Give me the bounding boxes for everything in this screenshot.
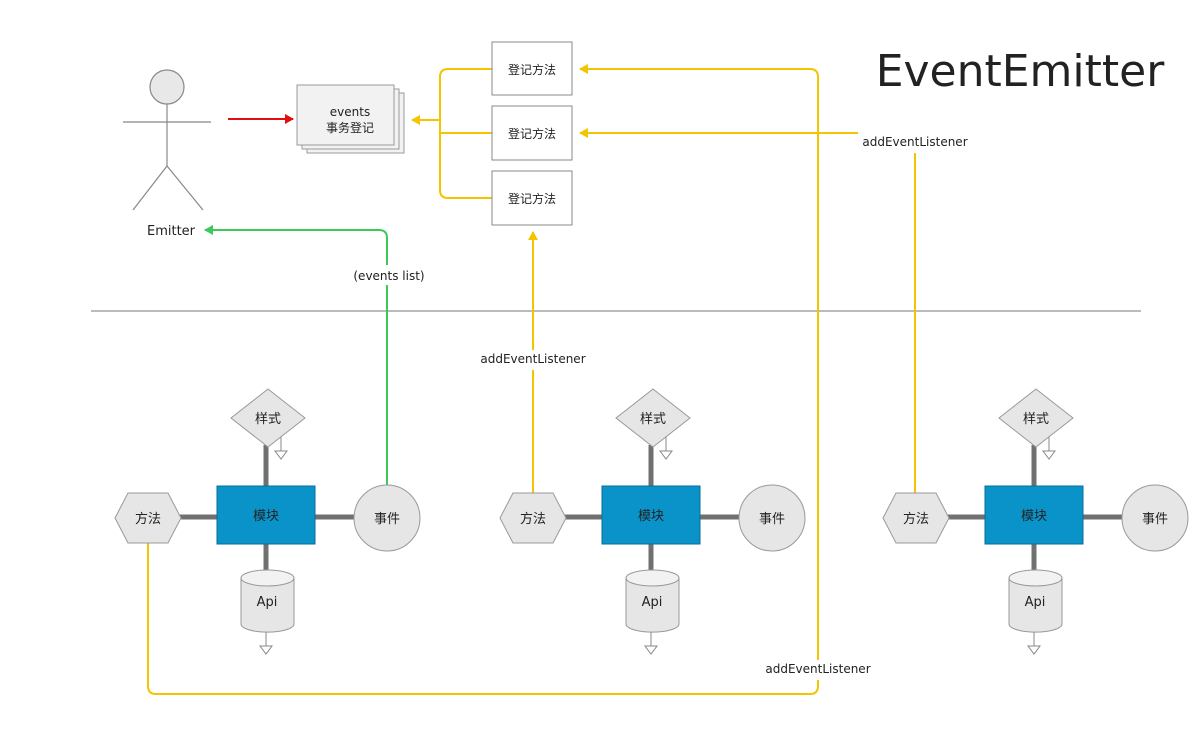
listener-arrow-module3: [579, 128, 916, 493]
style-label: 样式: [640, 412, 666, 427]
event-circle: [738, 484, 806, 552]
listener-label-bottom: addEventListener: [765, 662, 870, 676]
method-hexagon: [499, 492, 567, 544]
api-label: Api: [1025, 595, 1046, 610]
listener-label-top: addEventListener: [862, 135, 967, 149]
register-box-label: 登记方法: [508, 62, 556, 77]
down-arrow-icon: [1027, 645, 1041, 655]
module-box: [216, 485, 316, 545]
events-registry: events 事务登记: [296, 84, 405, 154]
module-label: 模块: [1021, 509, 1047, 524]
register-box-1: 登记方法: [491, 41, 573, 96]
register-box-3: 登记方法: [491, 170, 573, 226]
register-box-label: 登记方法: [508, 126, 556, 141]
api-label: Api: [257, 595, 278, 610]
event-circle: [353, 484, 421, 552]
method-label: 方法: [520, 511, 546, 527]
registry-line1: events: [330, 105, 370, 119]
listener-label-mid: addEventListener: [480, 352, 585, 366]
emitter-label: Emitter: [147, 224, 196, 239]
api-label: Api: [642, 595, 663, 610]
events-list-arrow: [204, 225, 388, 485]
listener-arrow-module1: [147, 64, 819, 695]
method-hexagon: [114, 492, 182, 544]
style-diamond: [615, 388, 691, 448]
style-label: 样式: [1023, 412, 1049, 427]
api-cylinder: [240, 578, 295, 633]
module-box: [601, 485, 701, 545]
module-box: [984, 485, 1084, 545]
module-label: 模块: [253, 509, 279, 524]
style-diamond: [230, 388, 306, 448]
register-bracket: [411, 68, 492, 199]
down-arrow-icon: [274, 450, 288, 460]
down-arrow-icon: [1042, 450, 1056, 460]
method-hexagon: [882, 492, 950, 544]
events-list-label: (events list): [353, 269, 424, 283]
down-arrow-icon: [644, 645, 658, 655]
registry-line2: 事务登记: [326, 120, 374, 135]
event-label: 事件: [374, 512, 400, 527]
event-circle: [1121, 484, 1189, 552]
module-label: 模块: [638, 509, 664, 524]
api-cylinder: [1008, 578, 1063, 633]
method-label: 方法: [135, 511, 161, 527]
register-box-2: 登记方法: [491, 105, 573, 161]
diagram-title: EventEmitter: [876, 46, 1166, 97]
api-cylinder: [625, 578, 680, 633]
event-label: 事件: [1142, 512, 1168, 527]
style-diamond: [998, 388, 1074, 448]
down-arrow-icon: [259, 645, 273, 655]
emitter-actor-icon: [123, 69, 211, 211]
event-label: 事件: [759, 512, 785, 527]
style-label: 样式: [255, 412, 281, 427]
register-box-label: 登记方法: [508, 191, 556, 206]
method-label: 方法: [903, 511, 929, 527]
down-arrow-icon: [659, 450, 673, 460]
